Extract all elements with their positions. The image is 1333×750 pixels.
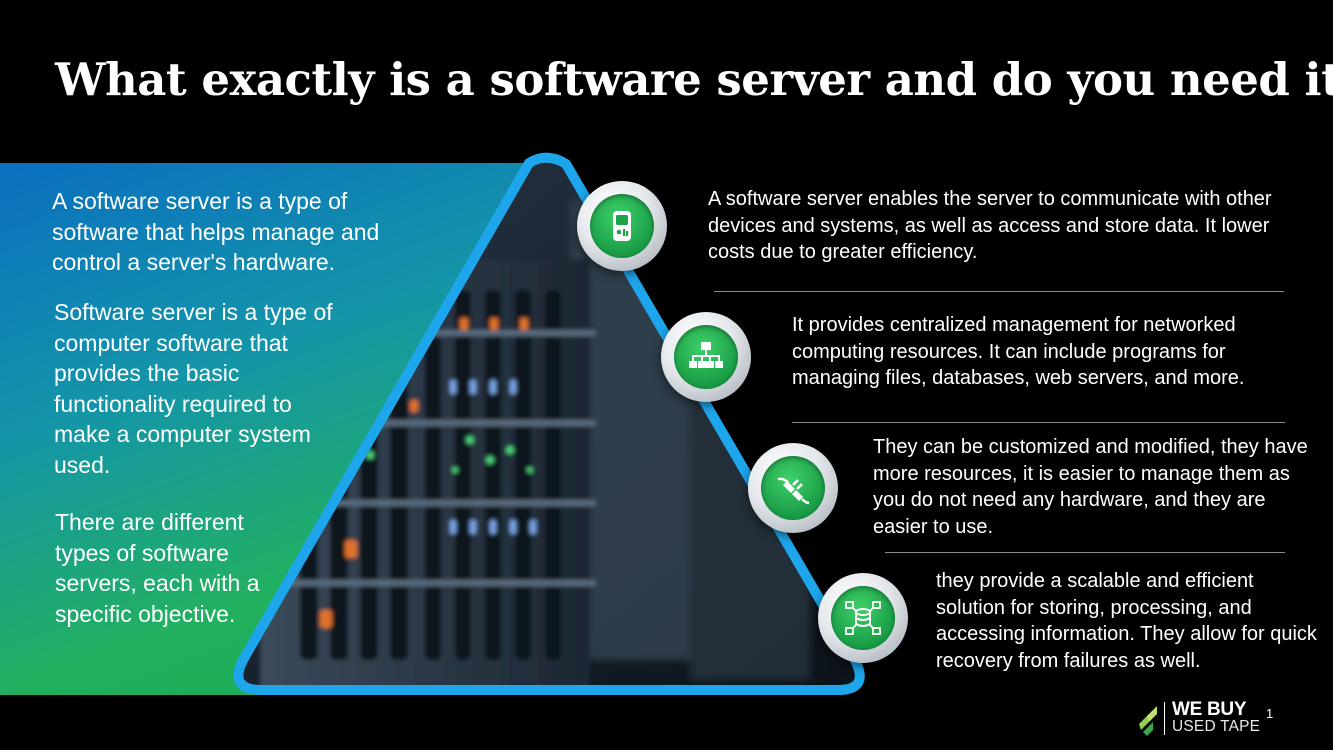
document-device-icon [613, 211, 631, 241]
feature-badge-2 [661, 312, 751, 402]
logo-line-2: USED TAPE [1172, 718, 1261, 735]
divider-3 [885, 552, 1285, 553]
triangle-frame [233, 152, 865, 695]
database-network-icon [845, 601, 881, 635]
server-types-text: There are different types of software se… [55, 509, 260, 627]
feature-badge-3 [748, 443, 838, 533]
divider-1 [714, 291, 1284, 292]
hierarchy-network-icon [689, 342, 723, 368]
logo-separator [1164, 702, 1165, 735]
slide-title: What exactly is a software server and do… [55, 53, 1333, 106]
feature-text-4: they provide a scalable and efficient so… [936, 570, 1317, 672]
divider-2 [792, 422, 1285, 423]
feature-text-2: It provides centralized management for n… [792, 314, 1245, 389]
page-number: 1 [1266, 706, 1274, 721]
feature-badge-1 [577, 181, 667, 271]
we-buy-used-tape-logo: WE BUY USED TAPE [1137, 699, 1267, 740]
feature-badge-4 [818, 573, 908, 663]
plug-connection-icon [777, 477, 810, 505]
feature-text-1: A software server enables the server to … [708, 188, 1272, 263]
logo-line-1: WE BUY [1172, 699, 1247, 720]
feature-text-3: They can be customized and modified, the… [873, 436, 1308, 538]
server-definition-text: A software server is a type of software … [52, 188, 380, 275]
leaf-logo-icon [1139, 706, 1157, 736]
server-detail-text: Software server is a type of computer so… [54, 299, 333, 478]
